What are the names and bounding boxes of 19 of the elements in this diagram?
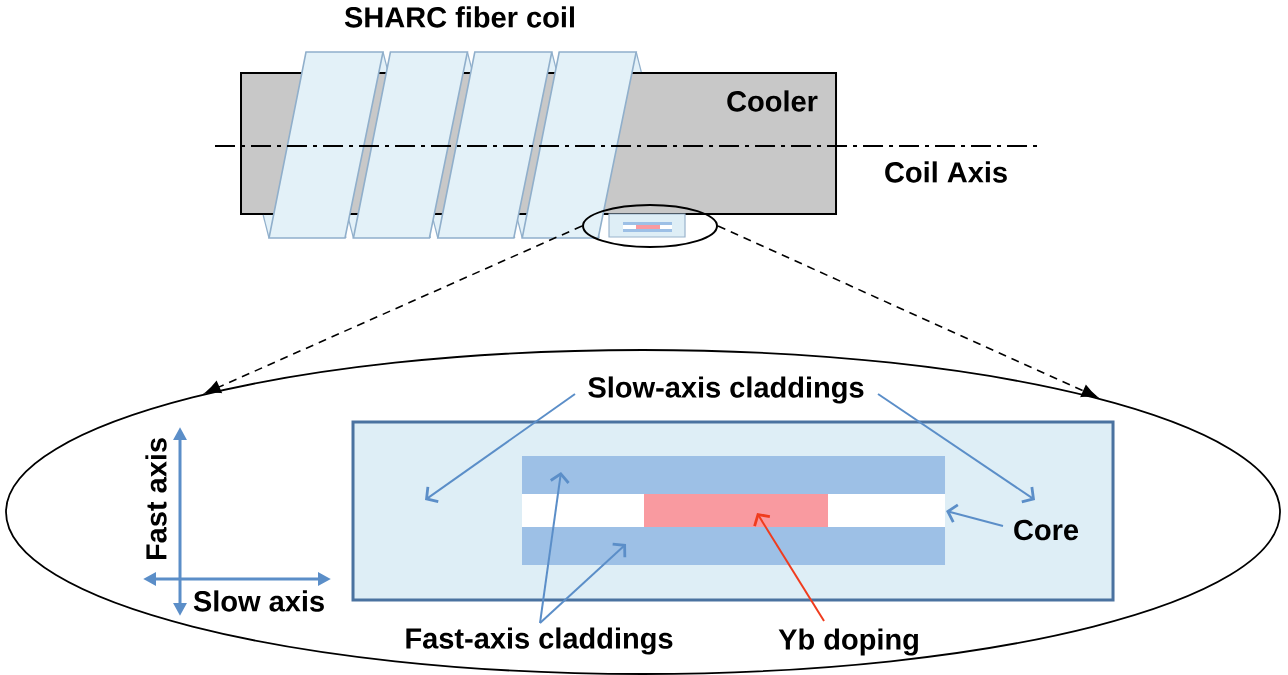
callout-label: Fast-axis claddings <box>406 627 673 655</box>
doped-region <box>644 494 828 527</box>
leader-arrow <box>877 393 1036 504</box>
axis-label: Fast axis <box>145 438 167 560</box>
leader-arrow <box>539 542 627 624</box>
callout-label: Slow-axis claddings <box>588 376 864 404</box>
callout-label: Yb doping <box>778 628 918 656</box>
leader-arrow <box>539 472 570 624</box>
axis-label: Coil Axis <box>885 161 1007 183</box>
dashed-arrow <box>205 225 583 394</box>
axis-label: Slow axis <box>193 590 324 612</box>
cladding-band <box>522 527 945 565</box>
callout-label: Core <box>1014 519 1079 541</box>
leader-arrow <box>946 503 1004 527</box>
leader-arrow <box>753 513 825 622</box>
magnified-ellipse <box>5 349 1281 675</box>
coil-label: SHARC fiber coil <box>344 6 574 28</box>
cladding-band <box>522 456 945 494</box>
dashed-arrow <box>717 225 1098 398</box>
